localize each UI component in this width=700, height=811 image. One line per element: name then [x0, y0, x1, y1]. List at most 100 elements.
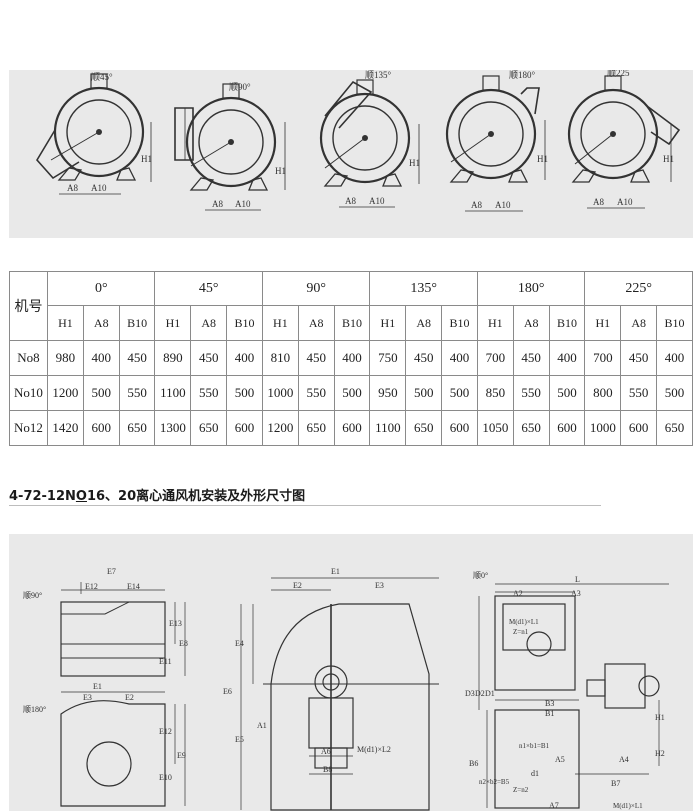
- section-title-underlined: O: [75, 489, 87, 504]
- dim-z-n2: Z=n2: [513, 786, 529, 794]
- value-cell: 1300: [154, 410, 192, 446]
- sub-header: H1: [584, 305, 622, 341]
- dim-a7: A7: [549, 801, 559, 810]
- value-cell: 600: [226, 410, 263, 446]
- value-cell: 450: [620, 340, 658, 376]
- dim-m-d1-l1-top: M(d1)×L1: [509, 618, 539, 626]
- dim-e12-a: E12: [85, 582, 98, 591]
- sub-header: A8: [620, 305, 658, 341]
- sub-header: H1: [261, 305, 299, 341]
- value-cell: 1000: [261, 375, 299, 411]
- dim-e10: E10: [159, 773, 172, 782]
- dim-a10-4: A10: [495, 200, 511, 210]
- value-cell: 500: [405, 375, 443, 411]
- dim-a10-2: A10: [235, 199, 251, 209]
- dim-e4: E4: [235, 639, 244, 648]
- fan-rotation-drawings: 顺45° H1 A8 A10 顺90° H1 A8 A10 顺135° H1 A…: [36, 70, 681, 212]
- value-cell: 500: [656, 375, 693, 411]
- sub-header: B10: [441, 305, 478, 341]
- rotation-label-135: 顺135°: [365, 70, 392, 80]
- dim-b8: B8: [323, 765, 332, 774]
- value-cell: 550: [118, 375, 156, 411]
- dim-d3: D3: [465, 689, 475, 698]
- dim-d1-small: d1: [531, 769, 539, 778]
- rotation-label-180: 顺180°: [509, 70, 536, 80]
- rotation-label-45: 顺45°: [91, 72, 113, 82]
- dim-h1-5: H1: [663, 154, 674, 164]
- model-cell: No8: [9, 340, 48, 376]
- value-cell: 450: [118, 340, 156, 376]
- dim-d2: D2: [475, 689, 485, 698]
- value-cell: 550: [297, 375, 335, 411]
- model-cell: No12: [9, 410, 48, 446]
- model-header: 机号: [9, 271, 48, 341]
- value-cell: 650: [656, 410, 693, 446]
- value-cell: 600: [82, 410, 120, 446]
- value-cell: 500: [82, 375, 120, 411]
- rotation-label-90-bottom: 顺90°: [23, 591, 42, 600]
- rotation-label-180-bottom: 顺180°: [23, 705, 46, 714]
- sub-header: B10: [548, 305, 586, 341]
- dim-h1-3: H1: [409, 158, 420, 168]
- value-cell: 400: [226, 340, 263, 376]
- value-cell: 600: [620, 410, 658, 446]
- title-divider: [9, 505, 601, 506]
- value-cell: 550: [512, 375, 550, 411]
- fan-45-drawing: [36, 72, 152, 182]
- dim-e6: E6: [223, 687, 232, 696]
- value-cell: 400: [548, 340, 586, 376]
- value-cell: 450: [405, 340, 443, 376]
- sub-header: H1: [154, 305, 192, 341]
- dim-b1: B1: [545, 709, 554, 718]
- value-cell: 500: [441, 375, 478, 411]
- sub-header: H1: [369, 305, 407, 341]
- value-cell: 650: [190, 410, 228, 446]
- dim-d1: D1: [485, 689, 495, 698]
- value-cell: 890: [154, 340, 192, 376]
- rotation-label-90: 顺90°: [229, 82, 251, 92]
- value-cell: 980: [47, 340, 84, 376]
- dim-e14: E14: [127, 582, 140, 591]
- dim-n1-b1: n1×b1=B1: [519, 742, 550, 750]
- value-cell: 400: [441, 340, 478, 376]
- value-cell: 450: [190, 340, 228, 376]
- value-cell: 600: [333, 410, 371, 446]
- value-cell: 400: [656, 340, 693, 376]
- dim-m-d1-l1-bottom: M(d1)×L1: [613, 802, 643, 810]
- value-cell: 600: [441, 410, 478, 446]
- value-cell: 650: [512, 410, 550, 446]
- dim-b6: B6: [469, 759, 478, 768]
- value-cell: 500: [548, 375, 586, 411]
- value-cell: 550: [620, 375, 658, 411]
- value-cell: 800: [584, 375, 622, 411]
- section-title-prefix: 4-72-12N: [9, 489, 76, 504]
- model-cell: No10: [9, 375, 48, 411]
- sub-header: B10: [333, 305, 371, 341]
- dim-h1-4: H1: [537, 154, 548, 164]
- dim-h1-1: H1: [141, 154, 152, 164]
- sub-header: B10: [226, 305, 263, 341]
- dim-a8-1: A8: [67, 183, 78, 193]
- value-cell: 400: [333, 340, 371, 376]
- value-cell: 1000: [584, 410, 622, 446]
- sub-header: A8: [82, 305, 120, 341]
- value-cell: 500: [226, 375, 263, 411]
- value-cell: 750: [369, 340, 407, 376]
- value-cell: 1200: [261, 410, 299, 446]
- value-cell: 650: [297, 410, 335, 446]
- value-cell: 400: [82, 340, 120, 376]
- dim-e2-left: E2: [125, 693, 134, 702]
- fan-90-drawing: [174, 82, 286, 192]
- dim-a1: A1: [257, 721, 267, 730]
- angle-header: 0°: [46, 271, 156, 306]
- dim-a5: A5: [555, 755, 565, 764]
- value-cell: 450: [297, 340, 335, 376]
- dim-a10-1: A10: [91, 183, 107, 193]
- sub-header: A8: [405, 305, 443, 341]
- value-cell: 650: [405, 410, 443, 446]
- angle-header: 45°: [154, 271, 263, 306]
- value-cell: 950: [369, 375, 407, 411]
